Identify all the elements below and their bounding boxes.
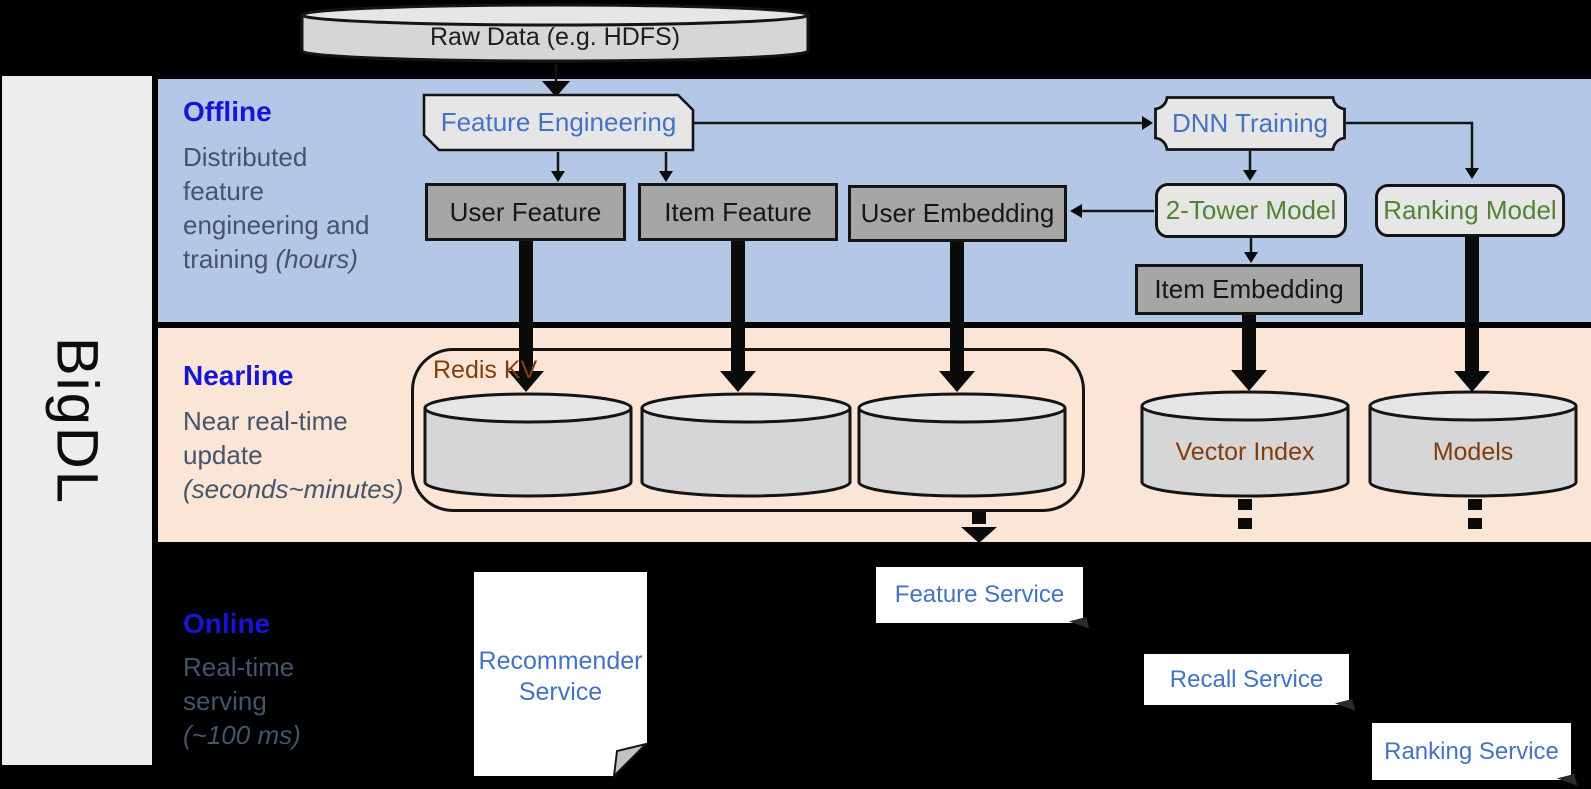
database-cylinder-icon (640, 392, 852, 498)
redis-kv-container (411, 348, 1085, 512)
user-feature-label: User Feature (449, 196, 602, 227)
online-title: Online (183, 608, 271, 639)
offline-desc-line2: feature (183, 176, 264, 206)
models-store: Models (1368, 390, 1578, 498)
two-tower-model-label: 2-Tower Model (1165, 195, 1337, 225)
recommender-service-label: Recommender Service (478, 646, 643, 706)
offline-desc-line1: Distributed (183, 142, 308, 172)
feature-service-label: Feature Service (894, 581, 1065, 608)
offline-description: Distributed feature engineering and trai… (183, 140, 429, 276)
ranking-service-label: Ranking Service (1384, 737, 1559, 765)
offline-title: Offline (183, 96, 272, 127)
offline-desc-line4: training (hours) (183, 242, 429, 276)
offline-desc-line4-italic: (hours) (275, 244, 358, 274)
database-cylinder-icon (300, 3, 810, 63)
offline-desc-line4-normal: training (183, 244, 276, 274)
user-embedding-label: User Embedding (860, 198, 1055, 228)
ranking-model-node: Ranking Model (1375, 184, 1565, 237)
online-desc-line3: (~100 ms) (183, 720, 301, 750)
item-feature-label: Item Feature (664, 196, 812, 227)
document-shape (474, 572, 650, 779)
user-embedding-node: User Embedding (848, 185, 1067, 242)
ranking-model-label: Ranking Model (1383, 195, 1557, 225)
bigdl-logo-text: BigDL (44, 336, 110, 505)
feature-engineering-label: Feature Engineering (440, 107, 677, 137)
dnn-training-node: DNN Training (1154, 96, 1346, 151)
ranking-service-node: Ranking Service (1372, 723, 1578, 789)
card-shape (422, 93, 695, 152)
redis-shard-cylinder-1 (423, 392, 633, 498)
vector-index-label: Vector Index (1175, 437, 1315, 466)
recall-service-node: Recall Service (1144, 654, 1356, 715)
database-cylinder-icon (1368, 390, 1578, 498)
nearline-desc-line3: (seconds~minutes) (183, 474, 404, 504)
nearline-description: Near real-time update (seconds~minutes) (183, 404, 429, 506)
online-desc-line2: serving (183, 686, 267, 716)
database-cylinder-icon (857, 392, 1067, 498)
item-embedding-node: Item Embedding (1135, 264, 1363, 315)
models-label: Models (1432, 437, 1514, 466)
offline-desc-line3: engineering and (183, 210, 370, 240)
page-curl-icon (1334, 699, 1356, 715)
user-feature-node: User Feature (425, 183, 626, 241)
feature-engineering-node: Feature Engineering (422, 93, 695, 152)
raw-data-label: Raw Data (e.g. HDFS) (429, 22, 681, 51)
recommender-service-node: Recommender Service (474, 572, 650, 779)
vector-index-store: Vector Index (1140, 390, 1350, 498)
bigdl-sidebar: BigDL (2, 76, 152, 765)
feature-service-node: Feature Service (876, 567, 1090, 633)
page-curl-icon (1068, 617, 1090, 633)
page-curl-icon (1556, 774, 1578, 789)
raw-data-store: Raw Data (e.g. HDFS) (300, 3, 810, 65)
item-feature-node: Item Feature (638, 183, 838, 241)
plaque-shape (1154, 96, 1346, 151)
redis-shard-cylinder-2 (640, 392, 852, 498)
redis-shard-cylinder-3 (857, 392, 1067, 498)
item-embedding-label: Item Embedding (1154, 274, 1344, 304)
dnn-training-label: DNN Training (1171, 108, 1329, 138)
nearline-desc-line2: update (183, 440, 263, 470)
online-desc-line1: Real-time (183, 652, 295, 682)
nearline-title: Nearline (183, 360, 294, 391)
two-tower-model-node: 2-Tower Model (1155, 183, 1347, 238)
nearline-desc-line1: Near real-time (183, 406, 348, 436)
database-cylinder-icon (423, 392, 633, 498)
redis-kv-label: Redis KV (433, 356, 538, 384)
online-description: Real-time serving (~100 ms) (183, 650, 429, 752)
recall-service-label: Recall Service (1169, 665, 1324, 693)
database-cylinder-icon (1140, 390, 1350, 498)
